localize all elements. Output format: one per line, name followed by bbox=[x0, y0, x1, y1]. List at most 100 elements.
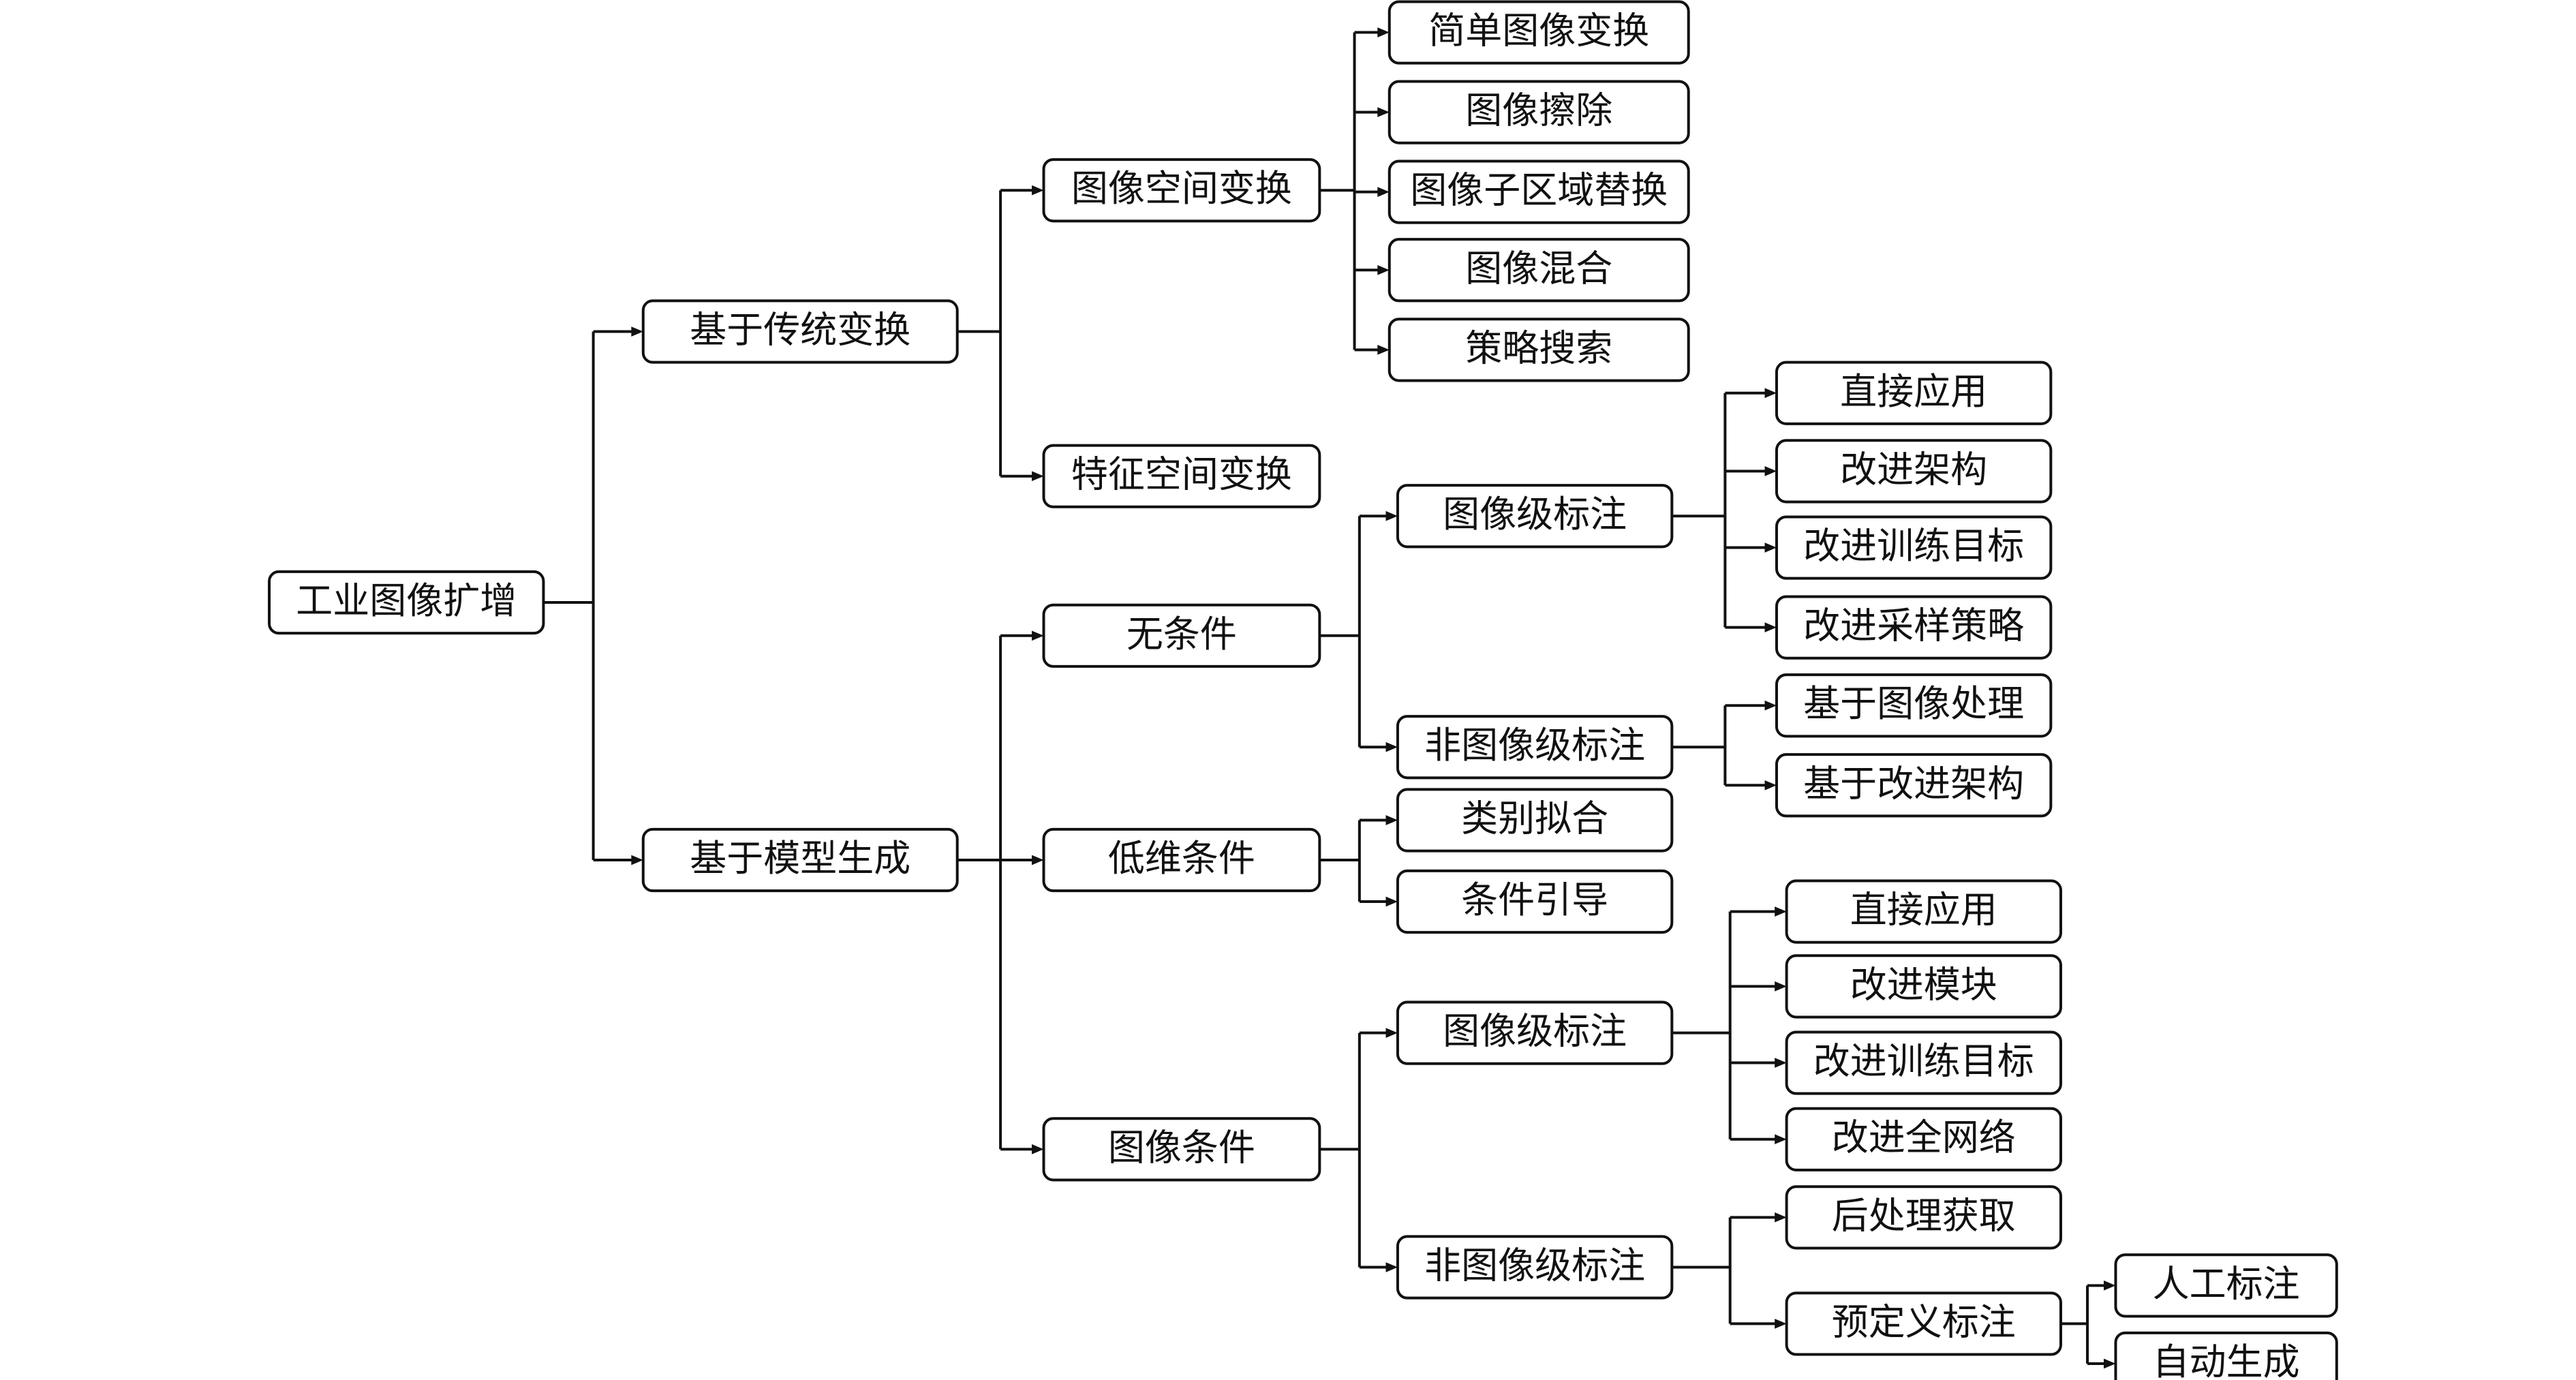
connector-i_img_label bbox=[1672, 906, 1787, 1145]
connector-root bbox=[543, 326, 643, 865]
arrowhead-icon bbox=[1775, 1134, 1787, 1145]
node-box bbox=[1396, 484, 1674, 549]
node-box bbox=[268, 570, 545, 635]
node-box bbox=[1785, 879, 2062, 944]
connector-gen bbox=[957, 630, 1044, 1154]
arrowhead-icon bbox=[1385, 1028, 1398, 1038]
arrowhead-icon bbox=[1377, 345, 1390, 355]
arrowhead-icon bbox=[1764, 780, 1777, 791]
node-label: 图像子区域替换 bbox=[1410, 169, 1668, 212]
arrowhead-icon bbox=[1377, 27, 1390, 37]
arrowhead-icon bbox=[1385, 741, 1398, 752]
node-box bbox=[1775, 515, 2053, 580]
arrowhead-icon bbox=[1385, 510, 1398, 521]
node-i_manual: 人工标注 bbox=[2114, 1253, 2338, 1318]
node-box bbox=[1775, 361, 2053, 425]
node-box bbox=[1042, 158, 1321, 223]
arrowhead-icon bbox=[1764, 700, 1777, 711]
node-mix: 图像混合 bbox=[1387, 238, 1690, 303]
node-i_postproc: 后处理获取 bbox=[1785, 1185, 2062, 1250]
arrowhead-icon bbox=[1775, 1058, 1787, 1068]
arrowhead-icon bbox=[1764, 466, 1777, 476]
node-box bbox=[1387, 0, 1690, 65]
node-gen: 基于模型生成 bbox=[641, 827, 959, 893]
arrowhead-icon bbox=[1032, 185, 1044, 196]
arrowhead-icon bbox=[1775, 981, 1787, 992]
node-box bbox=[1387, 318, 1690, 382]
node-label: 图像条件 bbox=[1108, 1126, 1255, 1169]
node-label: 基于改进架构 bbox=[1803, 762, 2024, 805]
node-u_nonimg_label: 非图像级标注 bbox=[1396, 715, 1674, 780]
node-box bbox=[641, 827, 959, 893]
connector-uncond bbox=[1319, 510, 1398, 752]
node-label: 基于传统变换 bbox=[690, 309, 910, 352]
arrowhead-icon bbox=[1775, 1319, 1787, 1329]
node-label: 改进架构 bbox=[1840, 448, 1987, 491]
arrowhead-icon bbox=[2104, 1281, 2116, 1291]
node-box bbox=[1775, 595, 2053, 660]
node-box bbox=[1387, 159, 1690, 224]
node-label: 改进训练目标 bbox=[1803, 525, 2024, 568]
node-i_direct: 直接应用 bbox=[1785, 879, 2062, 944]
arrowhead-icon bbox=[1764, 388, 1777, 399]
node-imgcond: 图像条件 bbox=[1042, 1117, 1321, 1182]
node-i_img_label: 图像级标注 bbox=[1396, 1000, 1674, 1065]
connector-i_nonimg_label bbox=[1672, 1212, 1787, 1329]
node-label: 无条件 bbox=[1126, 613, 1237, 656]
node-box bbox=[1785, 1291, 2062, 1356]
node-box bbox=[1785, 1185, 2062, 1250]
node-i_fullnet: 改进全网络 bbox=[1785, 1107, 2062, 1171]
arrowhead-icon bbox=[1377, 187, 1390, 197]
node-box bbox=[1387, 238, 1690, 303]
node-label: 基于图像处理 bbox=[1803, 682, 2024, 725]
arrowhead-icon bbox=[1032, 630, 1044, 641]
connector-lines bbox=[543, 27, 2116, 1369]
node-l_guide: 条件引导 bbox=[1396, 869, 1674, 934]
node-label: 特征空间变换 bbox=[1071, 453, 1292, 496]
arrowhead-icon bbox=[1032, 855, 1044, 865]
node-box bbox=[1042, 1117, 1321, 1182]
node-box bbox=[641, 299, 959, 364]
node-i_obj: 改进训练目标 bbox=[1785, 1030, 2062, 1095]
node-label: 改进模块 bbox=[1850, 963, 1997, 1006]
node-label: 改进全网络 bbox=[1832, 1116, 2016, 1159]
arrowhead-icon bbox=[631, 855, 643, 865]
node-label: 自动生成 bbox=[2153, 1340, 2300, 1380]
node-i_auto: 自动生成 bbox=[2114, 1331, 2338, 1380]
node-label: 简单图像变换 bbox=[1428, 10, 1649, 52]
node-u_improc: 基于图像处理 bbox=[1775, 673, 2053, 738]
node-label: 低维条件 bbox=[1108, 837, 1255, 880]
node-label: 改进采样策略 bbox=[1803, 604, 2024, 647]
node-label: 改进训练目标 bbox=[1813, 1040, 2034, 1083]
node-root: 工业图像扩增 bbox=[268, 570, 545, 635]
node-box bbox=[1396, 869, 1674, 934]
arrowhead-icon bbox=[1775, 906, 1787, 917]
node-box bbox=[1785, 1107, 2062, 1171]
node-label: 图像级标注 bbox=[1443, 493, 1627, 536]
node-policy_search: 策略搜索 bbox=[1387, 318, 1690, 382]
connector-u_img_label bbox=[1672, 388, 1777, 632]
node-u_imparch: 基于改进架构 bbox=[1775, 753, 2053, 818]
arrowhead-icon bbox=[2104, 1358, 2116, 1369]
connector-i_predef bbox=[2061, 1281, 2116, 1369]
node-boxes: 工业图像扩增基于传统变换基于模型生成图像空间变换特征空间变换简单图像变换图像擦除… bbox=[268, 0, 2338, 1380]
arrowhead-icon bbox=[1775, 1212, 1787, 1223]
node-u_sampling: 改进采样策略 bbox=[1775, 595, 2053, 660]
arrowhead-icon bbox=[1377, 107, 1390, 117]
node-box bbox=[2114, 1331, 2338, 1380]
node-l_classfit: 类别拟合 bbox=[1396, 788, 1674, 853]
node-box bbox=[1387, 80, 1690, 144]
node-label: 工业图像扩增 bbox=[296, 579, 517, 622]
node-label: 基于模型生成 bbox=[690, 837, 910, 880]
arrowhead-icon bbox=[1764, 542, 1777, 553]
node-label: 后处理获取 bbox=[1832, 1194, 2016, 1237]
node-label: 图像级标注 bbox=[1443, 1010, 1627, 1053]
node-box bbox=[1042, 827, 1321, 893]
node-label: 人工标注 bbox=[2153, 1262, 2300, 1305]
node-box bbox=[1785, 1030, 2062, 1095]
node-box bbox=[1042, 444, 1321, 508]
connector-lowdim bbox=[1319, 815, 1398, 907]
node-label: 图像混合 bbox=[1465, 247, 1612, 290]
node-u_img_label: 图像级标注 bbox=[1396, 484, 1674, 549]
